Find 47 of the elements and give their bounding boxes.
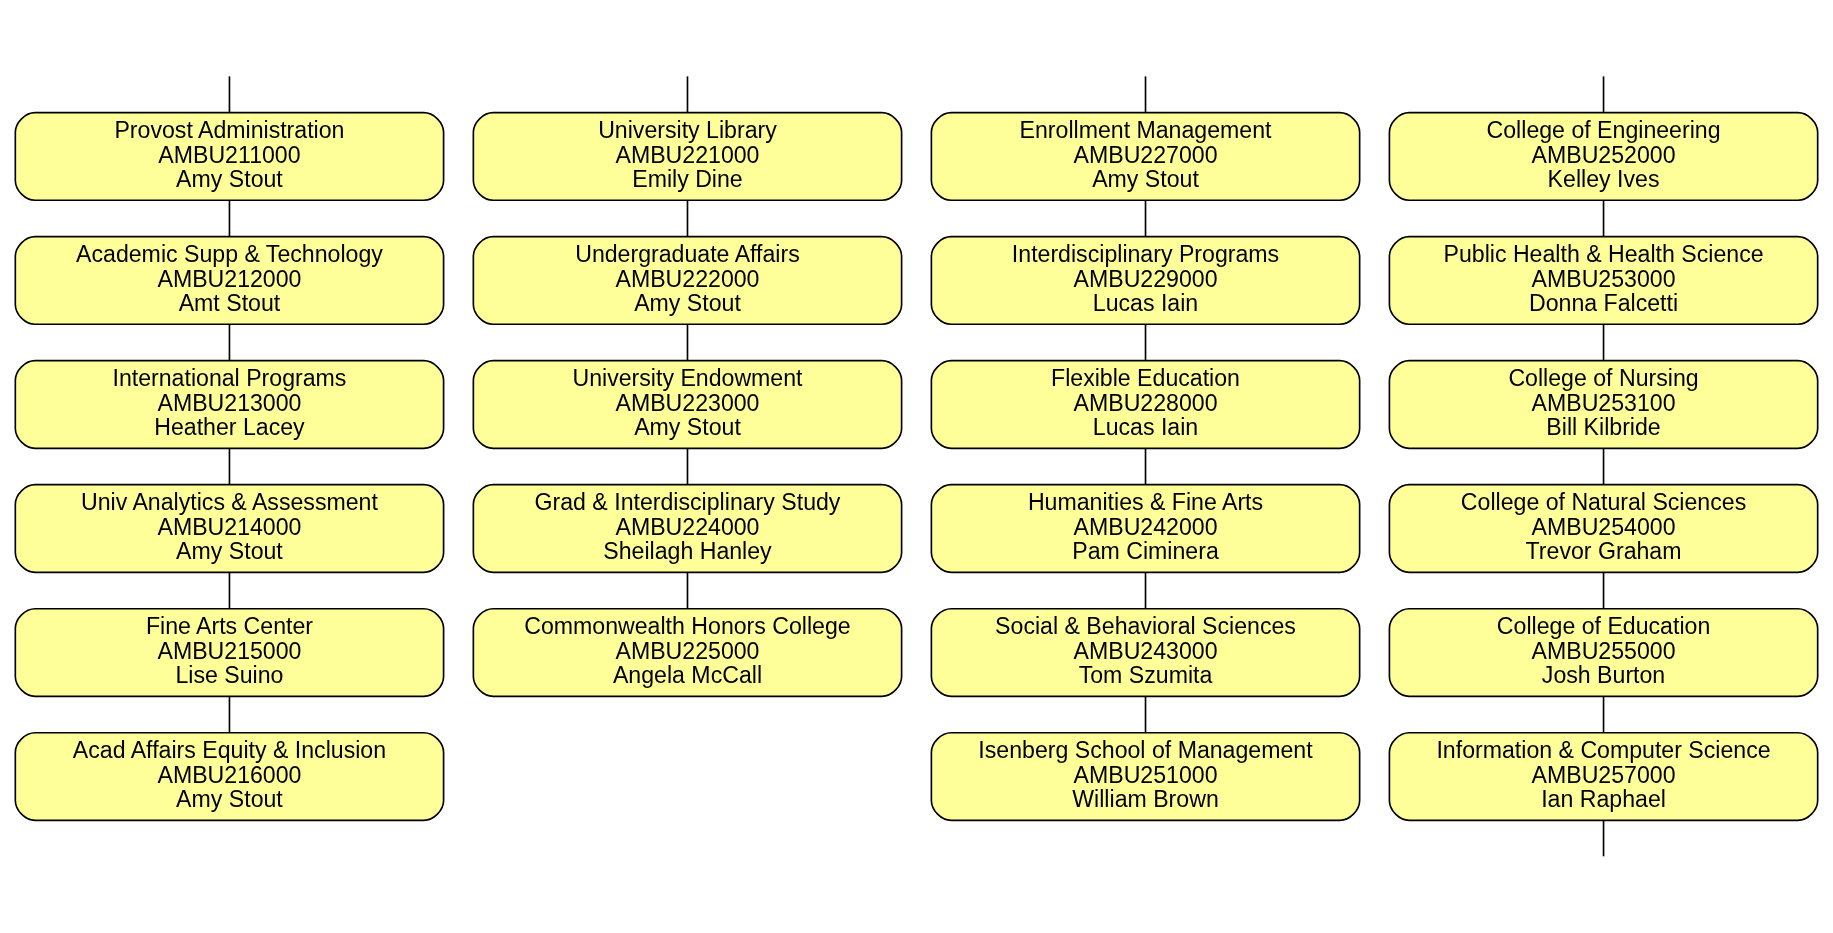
node-box: Provost Administration AMBU211000 Amy Stout [14, 111, 445, 202]
node-box: College of Nursing AMBU253100 Bill Kilbride [1388, 359, 1819, 450]
node-box: College of Natural Sciences AMBU254000 Trevor Graham [1388, 483, 1819, 574]
node-box: Interdisciplinary Programs AMBU229000 Lucas Iain [930, 235, 1361, 326]
node-box: University Library AMBU221000 Emily Dine [472, 111, 903, 202]
node-box: Fine Arts Center AMBU215000 Lise Suino [14, 607, 445, 698]
connector [1144, 571, 1147, 610]
connector [1144, 199, 1147, 238]
node-box: Information & Computer Science AMBU257000 Ian Raphael [1388, 731, 1819, 822]
connector [1602, 199, 1605, 238]
connector [228, 199, 231, 238]
node-box: Social & Behavioral Sciences AMBU243000 Tom Szumita [930, 607, 1361, 698]
connector [228, 695, 231, 734]
connector [1144, 75, 1147, 114]
node-box: Isenberg School of Management AMBU251000 William Brown [930, 731, 1361, 822]
connector [686, 323, 689, 362]
node-box: Humanities & Fine Arts AMBU242000 Pam Ciminera [930, 483, 1361, 574]
connector [1602, 447, 1605, 486]
node-box: Undergraduate Affairs AMBU222000 Amy Stout [472, 235, 903, 326]
node-box: Enrollment Management AMBU227000 Amy Stout [930, 111, 1361, 202]
node-box: Commonwealth Honors College AMBU225000 Angela McCall [472, 607, 903, 698]
node-box: Academic Supp & Technology AMBU212000 Amt Stout [14, 235, 445, 326]
node-box: College of Education AMBU255000 Josh Burton [1388, 607, 1819, 698]
connector [1602, 75, 1605, 114]
connector [1602, 695, 1605, 734]
connector [228, 75, 231, 114]
connector [686, 75, 689, 114]
node-box: Acad Affairs Equity & Inclusion AMBU216000 Amy Stout [14, 731, 445, 822]
node-box: Grad & Interdisciplinary Study AMBU224000 Sheilagh Hanley [472, 483, 903, 574]
connector [1144, 323, 1147, 362]
node-box: Public Health & Health Science AMBU253000 Donna Falcetti [1388, 235, 1819, 326]
connector [1144, 695, 1147, 734]
connector [686, 199, 689, 238]
node-box: International Programs AMBU213000 Heather Lacey [14, 359, 445, 450]
node-box: College of Engineering AMBU252000 Kelley Ives [1388, 111, 1819, 202]
node-box: Flexible Education AMBU228000 Lucas Iain [930, 359, 1361, 450]
connector [686, 571, 689, 610]
node-box: Univ Analytics & Assessment AMBU214000 Amy Stout [14, 483, 445, 574]
connector [1602, 323, 1605, 362]
connector [1144, 447, 1147, 486]
connector [228, 447, 231, 486]
node-box: University Endowment AMBU223000 Amy Stout [472, 359, 903, 450]
connector [228, 571, 231, 610]
connector [1602, 571, 1605, 610]
connector [1602, 819, 1605, 858]
connector [228, 323, 231, 362]
connector [686, 447, 689, 486]
